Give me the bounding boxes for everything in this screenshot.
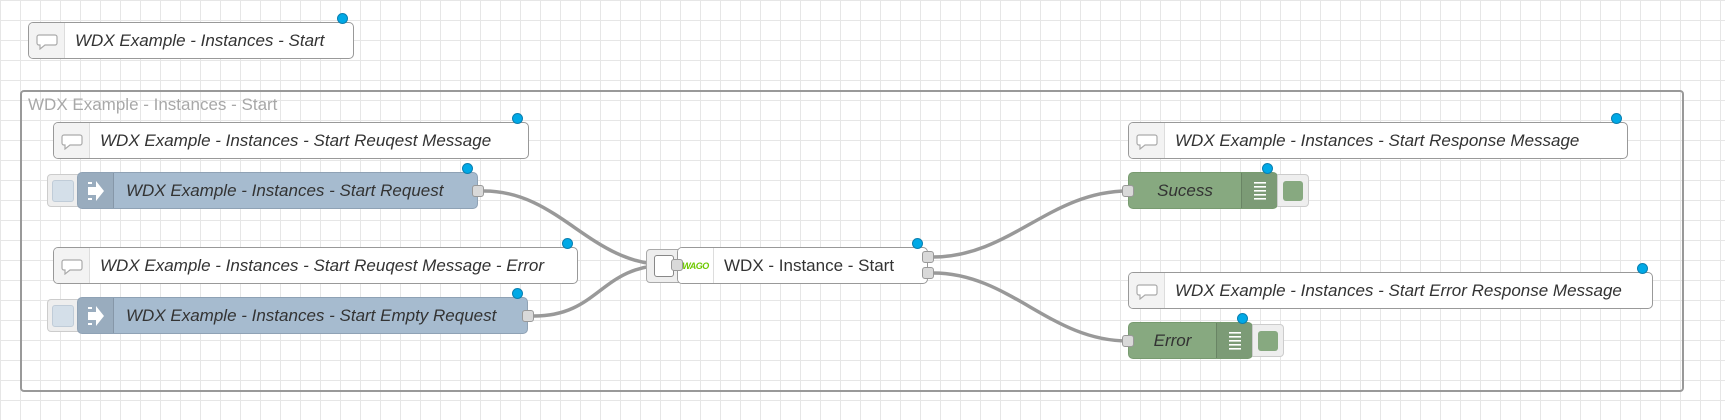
comment-error-response-node[interactable]: WDX Example - Instances - Start Error Re…: [1128, 272, 1653, 309]
debug-toggle-button[interactable]: [1252, 324, 1284, 357]
inject-request-label: WDX Example - Instances - Start Request: [126, 180, 444, 200]
comment-error-response-label: WDX Example - Instances - Start Error Re…: [1175, 280, 1622, 300]
comment-icon: [54, 248, 90, 283]
comment-request-label: WDX Example - Instances - Start Reuqest …: [100, 130, 492, 150]
debug-list-icon: [1241, 173, 1277, 208]
top-comment-label: WDX Example - Instances - Start: [75, 30, 325, 50]
input-port[interactable]: [1122, 335, 1134, 347]
comment-request-error-node[interactable]: WDX Example - Instances - Start Reuqest …: [53, 247, 578, 284]
changed-indicator: [337, 13, 348, 24]
changed-indicator: [1262, 163, 1273, 174]
input-port[interactable]: [1122, 185, 1134, 197]
changed-indicator: [562, 238, 573, 249]
debug-error-label: Error: [1153, 330, 1192, 350]
wago-logo-icon: WAGO: [678, 248, 714, 283]
inject-trigger-button[interactable]: [47, 174, 79, 207]
changed-indicator: [912, 238, 923, 249]
comment-response-node[interactable]: WDX Example - Instances - Start Response…: [1128, 122, 1628, 159]
changed-indicator: [1237, 313, 1248, 324]
inject-arrow-icon: [78, 173, 114, 208]
output-port-2[interactable]: [922, 267, 934, 279]
comment-request-error-label: WDX Example - Instances - Start Reuqest …: [100, 255, 545, 275]
flow-group[interactable]: WDX Example - Instances - Start: [20, 90, 1684, 392]
output-port[interactable]: [522, 310, 534, 322]
wago-logo-text: WAGO: [682, 260, 709, 271]
changed-indicator: [462, 163, 473, 174]
top-comment-node[interactable]: WDX Example - Instances - Start: [28, 22, 354, 59]
comment-response-label: WDX Example - Instances - Start Response…: [1175, 130, 1580, 150]
changed-indicator: [1611, 113, 1622, 124]
debug-error-node[interactable]: Error: [1128, 322, 1253, 359]
input-port[interactable]: [671, 259, 683, 271]
debug-toggle-button[interactable]: [1277, 174, 1309, 207]
debug-success-label: Sucess: [1157, 180, 1213, 200]
wire-request-to-wdx[interactable]: [483, 189, 669, 267]
changed-indicator: [512, 288, 523, 299]
wire-wdx-to-success[interactable]: [932, 189, 1129, 259]
wdx-instance-start-node[interactable]: WAGO WDX - Instance - Start: [677, 247, 928, 284]
debug-success-node[interactable]: Sucess: [1128, 172, 1278, 209]
wdx-instance-start-label: WDX - Instance - Start: [724, 255, 895, 275]
inject-request-node[interactable]: WDX Example - Instances - Start Request: [77, 172, 478, 209]
inject-empty-node[interactable]: WDX Example - Instances - Start Empty Re…: [77, 297, 528, 334]
changed-indicator: [512, 113, 523, 124]
wire-wdx-to-error[interactable]: [932, 271, 1129, 343]
output-port[interactable]: [472, 185, 484, 197]
changed-indicator: [1637, 263, 1648, 274]
inject-arrow-icon: [78, 298, 114, 333]
comment-icon: [29, 23, 65, 58]
inject-empty-label: WDX Example - Instances - Start Empty Re…: [126, 305, 497, 325]
comment-icon: [54, 123, 90, 158]
group-label: WDX Example - Instances - Start: [28, 95, 278, 114]
debug-list-icon: [1216, 323, 1252, 358]
inject-trigger-button[interactable]: [47, 299, 79, 332]
output-port-1[interactable]: [922, 251, 934, 263]
comment-icon: [1129, 123, 1165, 158]
comment-icon: [1129, 273, 1165, 308]
comment-request-node[interactable]: WDX Example - Instances - Start Reuqest …: [53, 122, 529, 159]
